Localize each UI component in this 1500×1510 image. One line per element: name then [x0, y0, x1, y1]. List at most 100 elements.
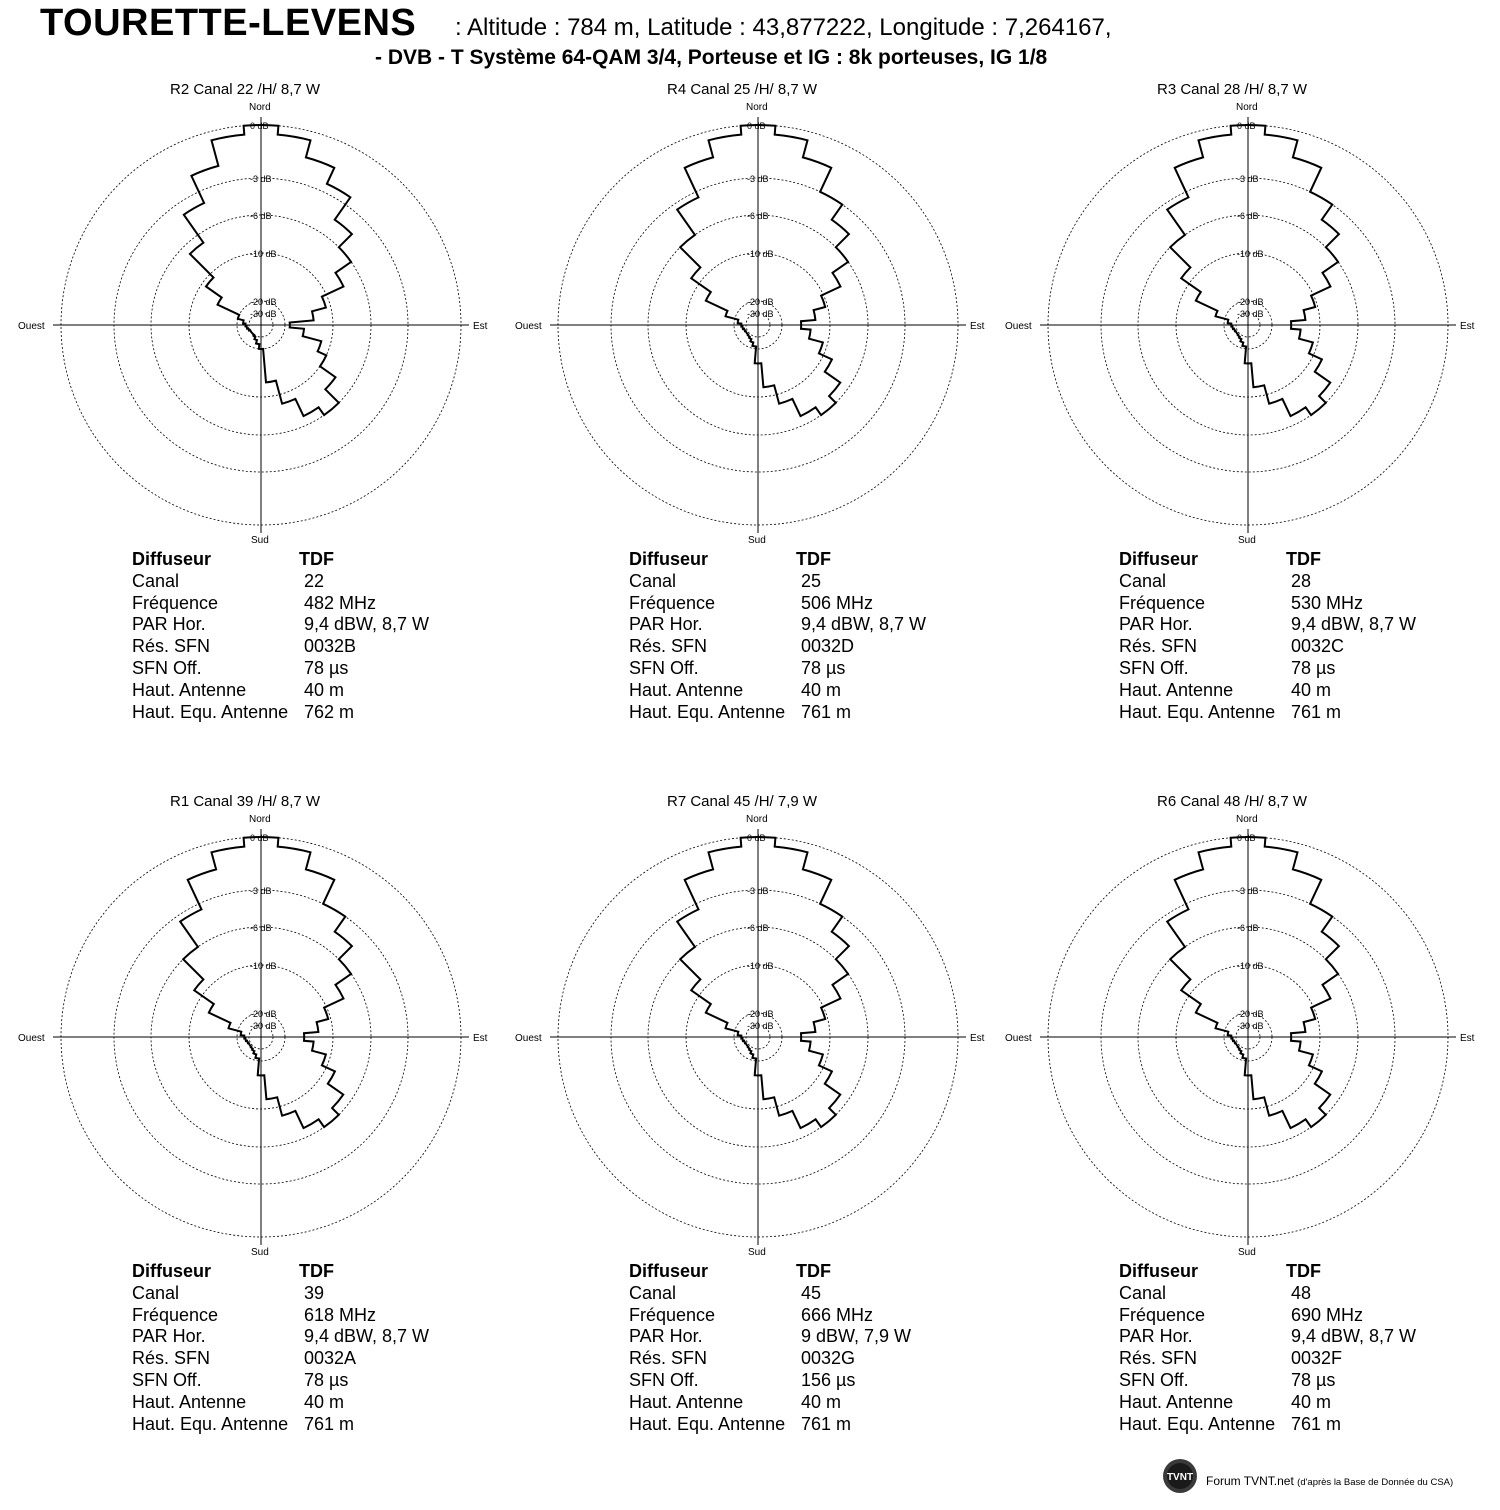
info-key: SFN Off. [1119, 1370, 1189, 1390]
info-value: TDF [796, 549, 831, 569]
site-name: TOURETTE-LEVENS [40, 2, 417, 44]
info-value: 78 µs [304, 1370, 349, 1390]
ring-label: -30 dB [1237, 309, 1264, 319]
ring-label: -10 dB [747, 961, 774, 971]
ring-label: -20 dB [747, 1009, 774, 1019]
info-value: 9 dBW, 7,9 W [801, 1326, 912, 1347]
cardinal-south: Sud [251, 535, 269, 546]
logo-text: TVNT [1167, 1472, 1193, 1483]
ring-label: -30 dB [250, 309, 277, 319]
info-key: Fréquence [132, 1304, 219, 1325]
info-value: 9,4 dBW, 8,7 W [1291, 1326, 1417, 1347]
info-value: 40 m [1291, 679, 1332, 700]
cardinal-west: Ouest [1005, 321, 1032, 332]
ring-label: -30 dB [250, 1021, 277, 1031]
cardinal-west: Ouest [18, 321, 45, 332]
ring-label: -6 dB [1237, 211, 1259, 221]
info-value: 761 m [304, 1413, 355, 1434]
ring-label: -3 dB [1237, 886, 1259, 896]
cardinal-east: Est [970, 1033, 985, 1044]
info-key: PAR Hor. [132, 614, 206, 635]
cardinal-south: Sud [748, 1247, 766, 1258]
info-value: 618 MHz [304, 1304, 377, 1325]
cardinal-east: Est [1460, 321, 1475, 332]
info-key: Diffuseur [132, 549, 212, 569]
info-key: Haut. Equ. Antenne [629, 1413, 786, 1434]
dvb-system: - DVB - T Système 64-QAM 3/4, Porteuse e… [375, 46, 1048, 69]
cardinal-east: Est [970, 321, 985, 332]
info-value: 762 m [304, 701, 355, 722]
ring-label: -6 dB [747, 211, 769, 221]
cardinal-west: Ouest [515, 321, 542, 332]
ring-label: -6 dB [250, 211, 272, 221]
info-key: Canal [132, 570, 180, 591]
info-key: Fréquence [132, 592, 219, 613]
panel-title: R4 Canal 25 /H/ 8,7 W [667, 81, 818, 98]
info-key: Canal [629, 1282, 677, 1303]
tvnt-logo-icon: TVNT [1163, 1459, 1197, 1493]
credit: Forum TVNT.net (d'après la Base de Donné… [1206, 1474, 1453, 1488]
footer: TVNT Forum TVNT.net (d'après la Base de … [1160, 1458, 1500, 1498]
info-key: Diffuseur [132, 1261, 212, 1281]
cardinal-west: Ouest [1005, 1033, 1032, 1044]
info-key: Haut. Antenne [629, 1391, 744, 1412]
cardinal-south: Sud [748, 535, 766, 546]
panel-title: R6 Canal 48 /H/ 8,7 W [1157, 793, 1308, 810]
info-key: Haut. Equ. Antenne [132, 1413, 289, 1434]
cardinal-east: Est [473, 1033, 488, 1044]
info-value: 40 m [801, 1391, 842, 1412]
credit-main: Forum TVNT.net [1206, 1474, 1294, 1488]
ring-label: -30 dB [1237, 1021, 1264, 1031]
info-key: PAR Hor. [1119, 614, 1193, 635]
ring-label: -6 dB [1237, 923, 1259, 933]
ring-label: -6 dB [747, 923, 769, 933]
info-key: Haut. Antenne [1119, 679, 1234, 700]
info-value: 78 µs [1291, 1370, 1336, 1390]
ring-label: -10 dB [250, 961, 277, 971]
radiation-pattern [178, 836, 354, 1130]
info-key: Rés. SFN [132, 1348, 211, 1369]
info-value: 9,4 dBW, 8,7 W [304, 614, 430, 635]
ring-label: -6 dB [250, 923, 272, 933]
info-value: 22 [304, 570, 325, 591]
info-key: Rés. SFN [1119, 636, 1198, 657]
ring-label: -10 dB [1237, 961, 1264, 971]
cardinal-north: Nord [249, 814, 271, 825]
info-value: 9,4 dBW, 8,7 W [801, 614, 927, 635]
info-value: 506 MHz [801, 592, 874, 613]
info-key: Diffuseur [629, 1261, 709, 1281]
cardinal-west: Ouest [18, 1033, 45, 1044]
info-key: Haut. Antenne [132, 1391, 247, 1412]
info-value: 690 MHz [1291, 1304, 1364, 1325]
ring-label: -3 dB [747, 174, 769, 184]
info-value: 25 [801, 570, 822, 591]
info-value: TDF [1286, 549, 1321, 569]
info-key: SFN Off. [629, 1370, 699, 1390]
info-key: Fréquence [629, 592, 716, 613]
info-key: SFN Off. [132, 658, 202, 678]
info-value: 40 m [1291, 1391, 1332, 1412]
info-key: PAR Hor. [1119, 1326, 1193, 1347]
info-key: Haut. Equ. Antenne [1119, 701, 1276, 722]
info-value: TDF [299, 549, 334, 569]
polar-diagram: R3 Canal 28 /H/ 8,7 W0 dB-3 dB-6 dB-10 d… [1005, 81, 1475, 546]
polar-diagram: R7 Canal 45 /H/ 7,9 W0 dB-3 dB-6 dB-10 d… [515, 793, 985, 1258]
credit-source: (d'après la Base de Donnée du CSA) [1297, 1477, 1454, 1488]
cardinal-north: Nord [746, 102, 768, 113]
info-value: 78 µs [1291, 658, 1336, 678]
info-key: SFN Off. [629, 658, 699, 678]
info-value: 761 m [1291, 1413, 1342, 1434]
ring-label: -10 dB [250, 249, 277, 259]
info-value: 40 m [304, 1391, 345, 1412]
info-key: Rés. SFN [629, 1348, 708, 1369]
info-value: 761 m [801, 701, 852, 722]
ring-label: -20 dB [1237, 297, 1264, 307]
info-key: SFN Off. [132, 1370, 202, 1390]
info-key: Rés. SFN [1119, 1348, 1198, 1369]
polar-diagram: R2 Canal 22 /H/ 8,7 W0 dB-3 dB-6 dB-10 d… [18, 81, 488, 546]
